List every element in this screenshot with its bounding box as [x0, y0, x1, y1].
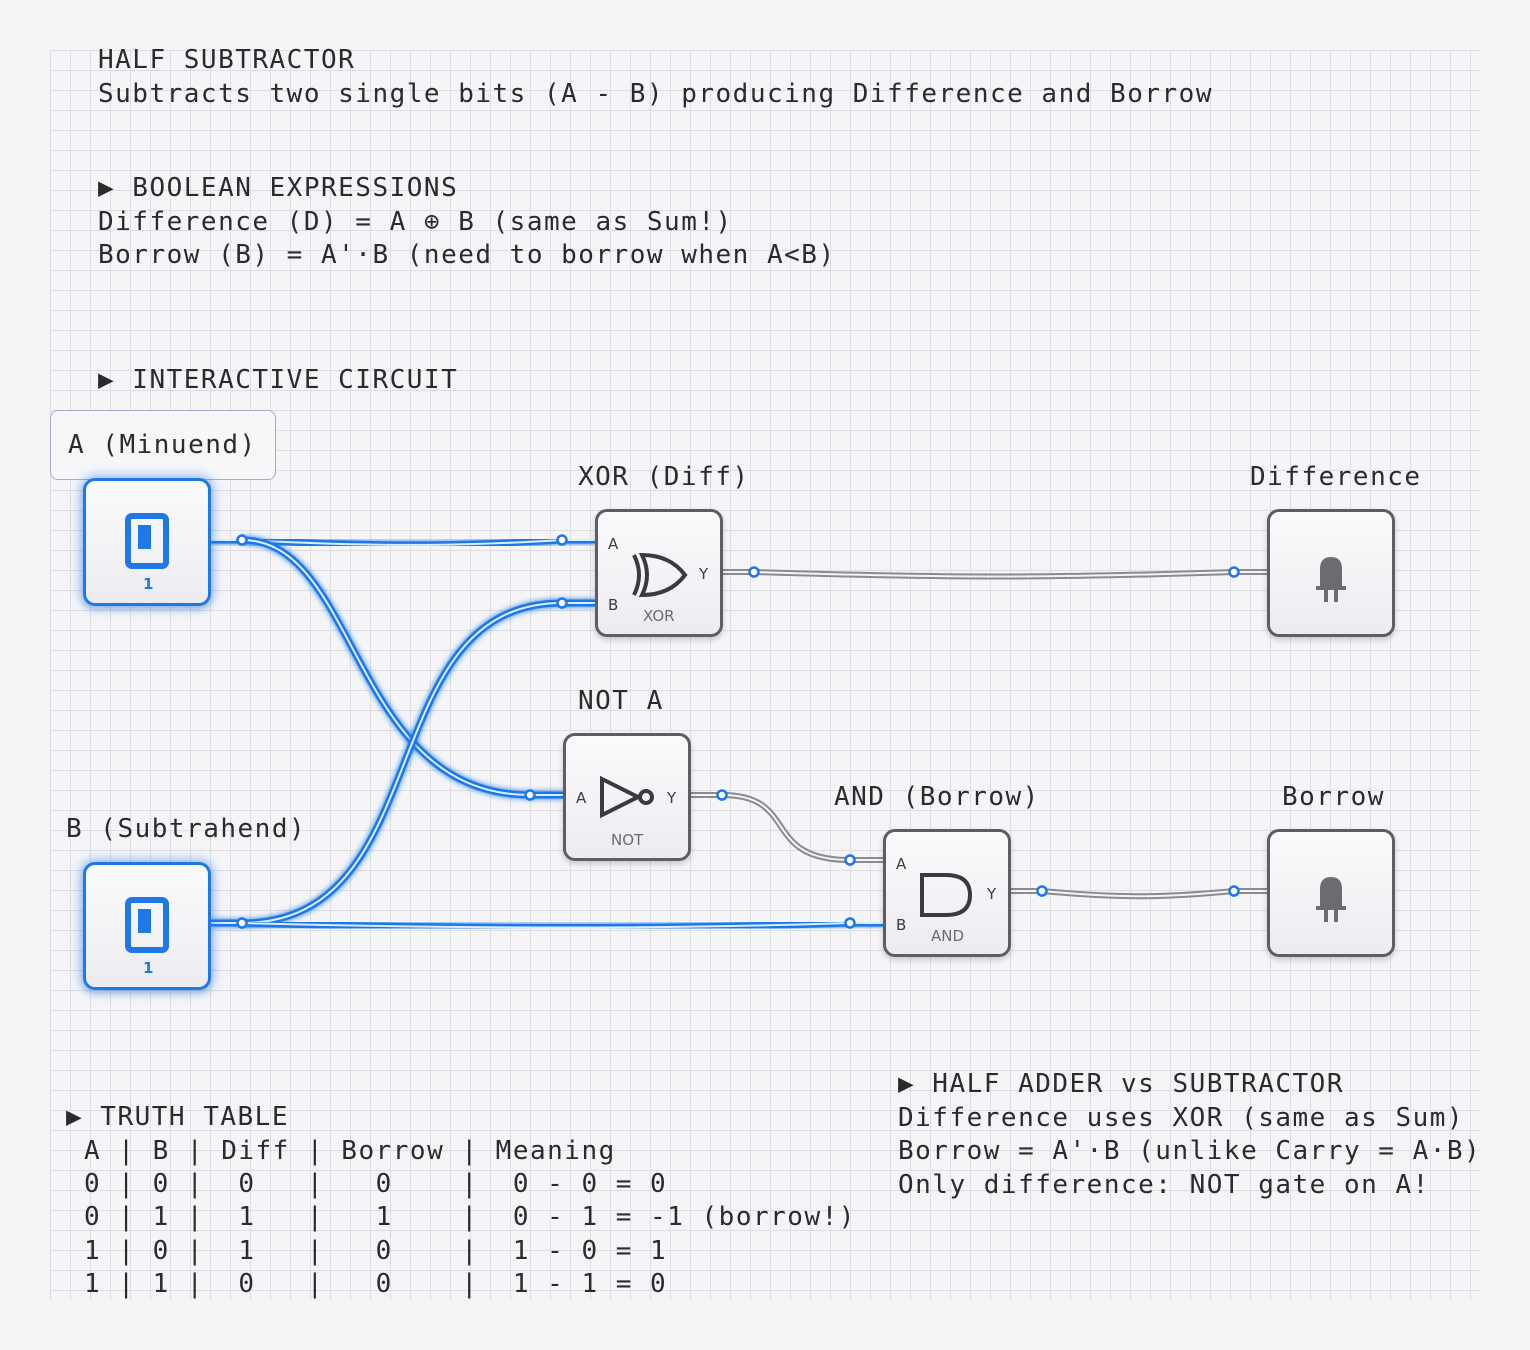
xor-pin-a: A [608, 535, 619, 553]
led-bulb-icon [1316, 557, 1346, 602]
difference-expression: Difference (D) = A ⊕ B (same as Sum!) [98, 207, 733, 237]
and-pin-a: A [896, 855, 907, 873]
toggle-switch-icon [125, 513, 169, 569]
truth-table-row: 0 | 1 | 1 | 1 | 0 - 1 = -1 (borrow!) [84, 1202, 856, 1232]
connection-dots [236, 534, 1240, 929]
xor-gate-icon [632, 552, 688, 598]
input-a-label-box [50, 410, 276, 480]
borrow-output-label: Borrow [1282, 782, 1385, 812]
comparison-line: Borrow = A'·B (unlike Carry = A·B) [898, 1136, 1482, 1166]
xor-pin-y: Y [699, 565, 709, 583]
wire-and-to-borrow[interactable] [1008, 888, 1268, 900]
input-b-label: B (Subtrahend) [66, 814, 307, 844]
not-gate-label: NOT A [578, 686, 664, 716]
input-a-switch[interactable]: 1 [83, 478, 211, 606]
canvas-grid [50, 50, 1480, 1300]
comparison-line: Only difference: NOT gate on A! [898, 1170, 1430, 1200]
wire-xor-to-difference[interactable] [720, 569, 1268, 580]
page-subtitle: Subtracts two single bits (A - B) produc… [98, 79, 1213, 109]
input-a-value: 1 [143, 575, 154, 593]
input-b-switch[interactable]: 1 [83, 862, 211, 990]
borrow-expression: Borrow (B) = A'·B (need to borrow when A… [98, 240, 836, 270]
and-pin-b: B [896, 916, 907, 934]
not-pin-y: Y [667, 789, 677, 807]
and-gate-type: AND [931, 927, 965, 945]
not-gate-icon [600, 775, 654, 819]
not-pin-a: A [576, 789, 587, 807]
input-a-label: A (Minuend) [68, 430, 257, 460]
not-gate[interactable]: A Y NOT [563, 733, 691, 861]
xor-pin-b: B [608, 596, 619, 614]
wire-a-to-not[interactable] [241, 536, 563, 799]
expressions-heading: ▶ BOOLEAN EXPRESSIONS [98, 173, 459, 203]
wire-not-to-and[interactable] [688, 792, 883, 863]
wire-b-to-xor[interactable] [210, 599, 595, 927]
wire-a-to-xor[interactable] [210, 536, 595, 549]
comparison-heading: ▶ HALF ADDER vs SUBTRACTOR [898, 1069, 1344, 1099]
comparison-line: Difference uses XOR (same as Sum) [898, 1103, 1465, 1133]
difference-output-led[interactable] [1267, 509, 1395, 637]
truth-table-header: A | B | Diff | Borrow | Meaning [84, 1136, 616, 1166]
and-gate-icon [920, 873, 973, 917]
xor-gate-type: XOR [643, 607, 675, 625]
difference-output-label: Difference [1250, 462, 1422, 492]
toggle-switch-icon [125, 897, 169, 953]
truth-table-heading: ▶ TRUTH TABLE [66, 1102, 289, 1132]
xor-gate[interactable]: A B Y XOR [595, 509, 723, 637]
not-gate-type: NOT [611, 831, 644, 849]
truth-table-row: 0 | 0 | 0 | 0 | 0 - 0 = 0 [84, 1169, 668, 1199]
wire-b-to-and[interactable] [241, 919, 883, 932]
circuit-heading: ▶ INTERACTIVE CIRCUIT [98, 365, 459, 395]
and-gate-label: AND (Borrow) [834, 782, 1040, 812]
truth-table-row: 1 | 1 | 0 | 0 | 1 - 1 = 0 [84, 1269, 668, 1299]
xor-gate-label: XOR (Diff) [578, 462, 750, 492]
and-pin-y: Y [987, 885, 997, 903]
borrow-output-led[interactable] [1267, 829, 1395, 957]
truth-table-row: 1 | 0 | 1 | 0 | 1 - 0 = 1 [84, 1236, 668, 1266]
and-gate[interactable]: A B Y AND [883, 829, 1011, 957]
page-title: HALF SUBTRACTOR [98, 45, 356, 75]
input-b-value: 1 [143, 959, 154, 977]
led-bulb-icon [1316, 877, 1346, 922]
